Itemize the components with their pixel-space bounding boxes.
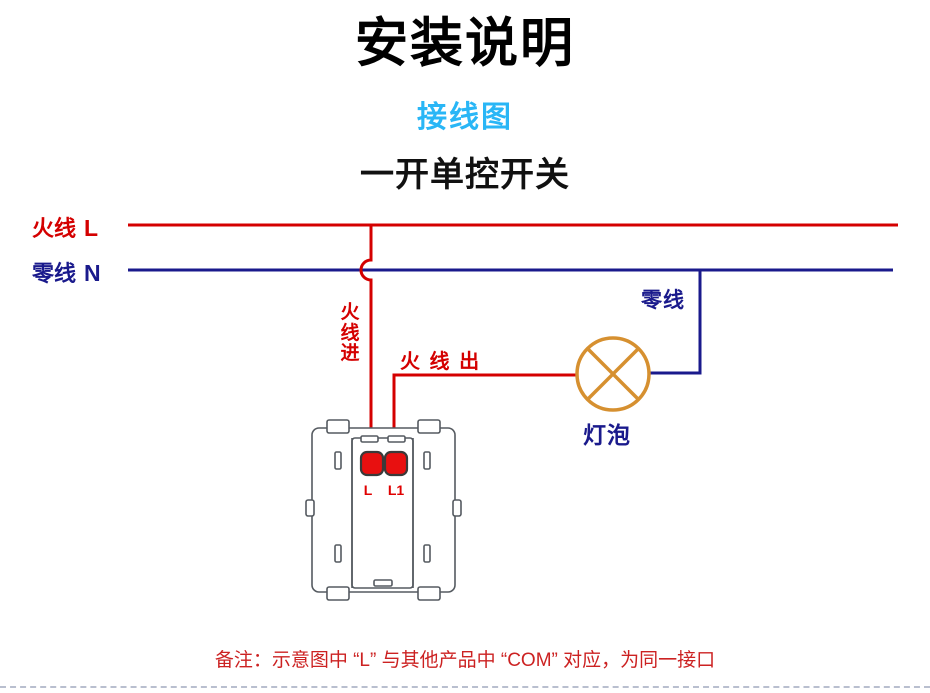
lamp-label: 灯泡 <box>583 422 631 448</box>
live-out-wire-label: 火 线 出 <box>400 351 482 373</box>
diagram-type-title: 一开单控开关 <box>360 156 570 194</box>
live-bus-label-en: L <box>84 215 99 241</box>
neutral-bus-label: 零线 N <box>32 256 101 288</box>
switch-slot-top-right <box>387 435 406 443</box>
switch-slot-right-upper <box>423 451 431 470</box>
lamp-symbol <box>575 336 651 412</box>
terminal-label-L: L <box>363 482 373 498</box>
switch-tab-bottom-right <box>417 586 441 601</box>
switch-clip-right <box>452 499 462 517</box>
neutral-bus-label-cn: 零线 <box>32 261 77 286</box>
neutral-branch-wire-label: 零线 <box>641 289 685 312</box>
terminal-L1[interactable] <box>383 450 409 477</box>
live-in-wire-label: 火线进 <box>340 302 360 365</box>
switch-tab-bottom-left <box>326 586 350 601</box>
terminal-L[interactable] <box>359 450 385 477</box>
switch-slot-left-lower <box>334 544 342 563</box>
live-bus-label-cn: 火线 <box>32 216 77 241</box>
switch-slot-top-left <box>360 435 379 443</box>
footer-divider <box>0 686 930 688</box>
switch-slot-right-lower <box>423 544 431 563</box>
neutral-bus-label-en: N <box>84 260 101 286</box>
page-title: 安装说明 <box>355 14 575 73</box>
switch-clip-left <box>305 499 315 517</box>
switch-terminals <box>359 450 409 477</box>
switch-tab-top-left <box>326 419 350 434</box>
footnote-text: 备注：示意图中 “L” 与其他产品中 “COM” 对应，为同一接口 <box>214 650 716 671</box>
switch-module[interactable] <box>305 419 462 601</box>
live-in-wire <box>359 225 373 462</box>
neutral-branch-wire <box>649 270 702 375</box>
switch-slot-bottom <box>373 579 393 587</box>
switch-slot-left-upper <box>334 451 342 470</box>
switch-tab-top-right <box>417 419 441 434</box>
terminal-label-L1: L1 <box>387 482 405 498</box>
live-bus-label: 火线 L <box>32 211 98 243</box>
page-subtitle: 接线图 <box>417 101 513 134</box>
